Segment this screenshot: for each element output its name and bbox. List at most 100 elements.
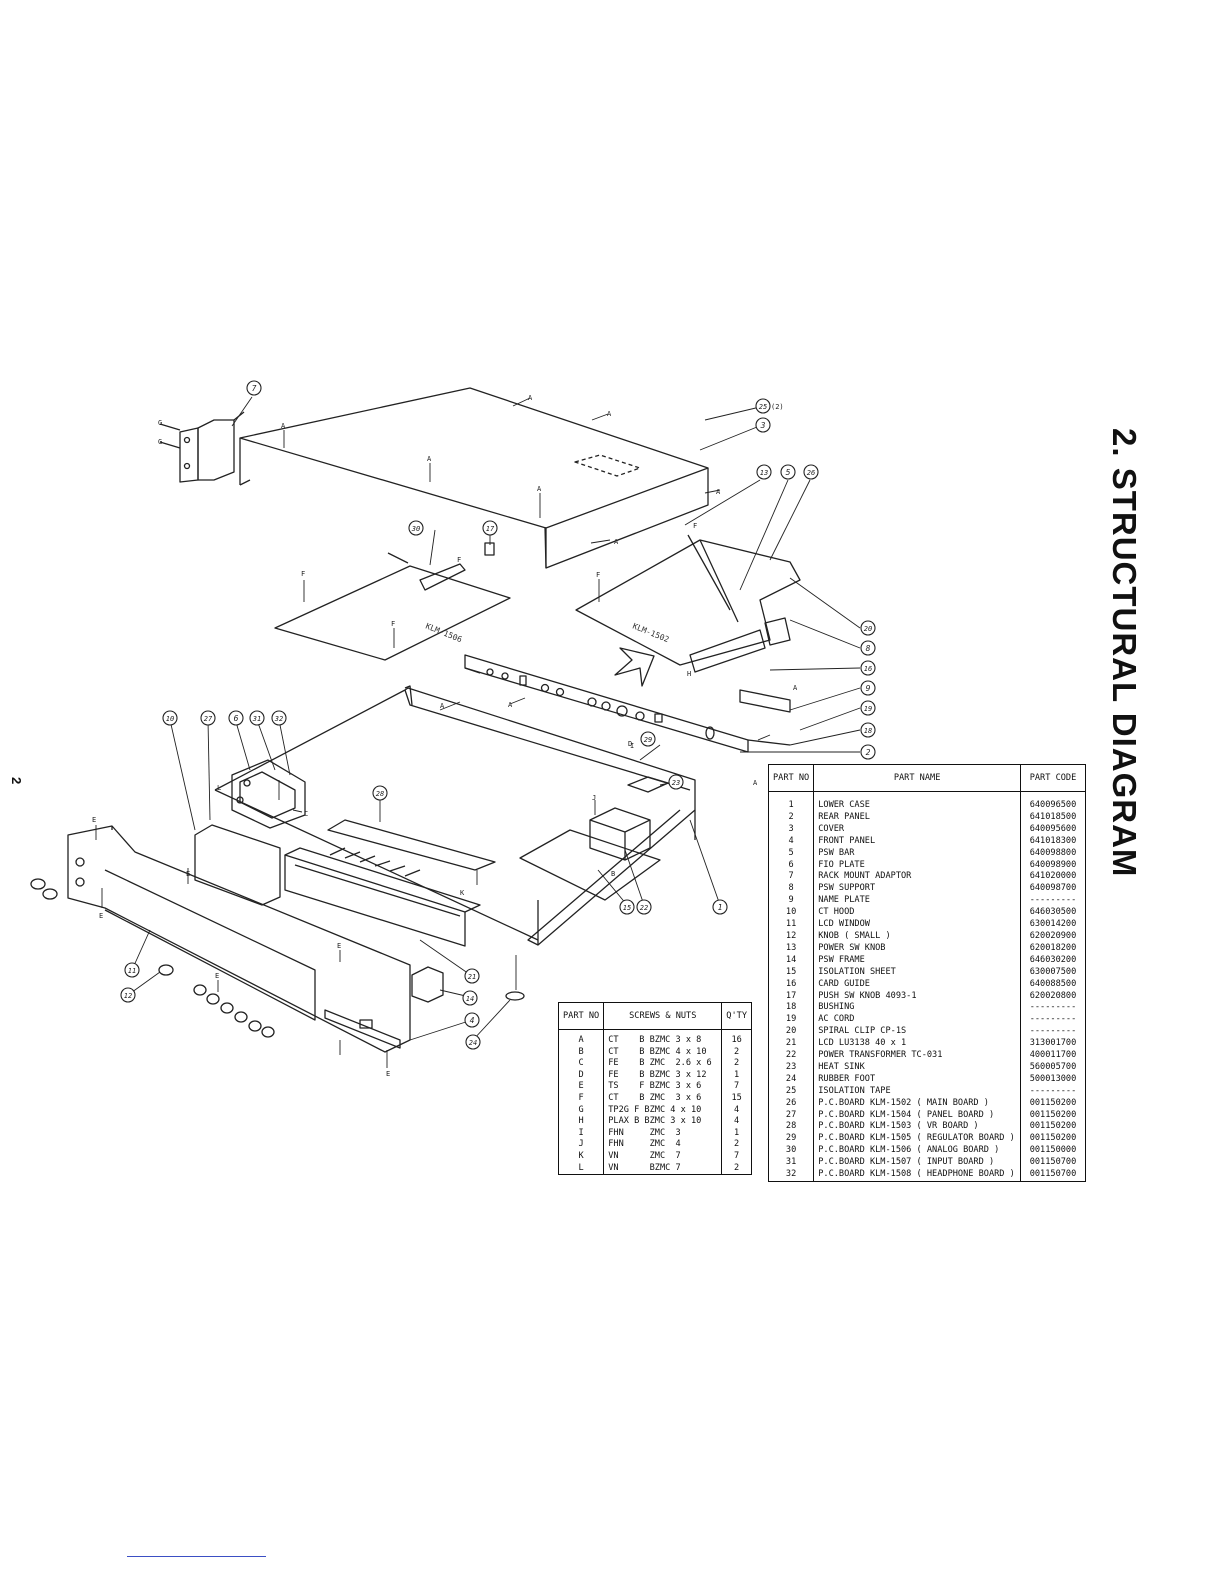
parts-cell-name: ISOLATION TAPE [813, 1085, 1021, 1098]
callout-26: 26 [803, 464, 819, 480]
callout-4: 4 [464, 1012, 480, 1028]
screw-letter: E [186, 870, 190, 878]
parts-cell-code: 640098700 [1020, 883, 1086, 896]
screw-letter: G [158, 419, 162, 427]
callout-number: 14 [466, 995, 474, 1003]
parts-cell-name: CT HOOD [813, 907, 1021, 920]
callout-number: 22 [640, 904, 648, 912]
callout-number: 12 [124, 992, 132, 1000]
vr-board [327, 819, 496, 871]
parts-cell-no: 9 [767, 895, 815, 908]
parts-cell-no: 24 [767, 1073, 815, 1086]
callout-20: 20 [860, 620, 876, 636]
screw-letter: A [793, 684, 798, 692]
parts-cell-name: P.C.BOARD KLM-1506 ( ANALOG BOARD ) [813, 1145, 1021, 1158]
parts-cell-code: --------- [1020, 1002, 1086, 1015]
callout-14: 14 [462, 990, 478, 1006]
parts-cell-no: 25 [767, 1085, 815, 1098]
parts-cell-name: P.C.BOARD KLM-1504 ( PANEL BOARD ) [813, 1109, 1021, 1122]
parts-cell-name: ISOLATION SHEET [813, 966, 1021, 979]
callout-3: 3 [755, 417, 771, 433]
callout-25: 25 [755, 398, 771, 414]
parts-cell-code: 001150200 [1020, 1109, 1086, 1122]
callout-number: 8 [866, 644, 871, 653]
parts-cell-name: AC CORD [813, 1014, 1021, 1027]
screws-cell-no: A [557, 1029, 605, 1047]
parts-cell-code: 640098900 [1020, 859, 1086, 872]
parts-cell-code: 001150700 [1020, 1169, 1086, 1183]
parts-cell-code: 641018500 [1020, 811, 1086, 824]
screws-cell-qty: 1 [721, 1127, 752, 1140]
rubber-foot [505, 991, 525, 1001]
callout-number: 19 [864, 705, 872, 713]
callout-10: 10 [162, 710, 178, 726]
parts-cell-name: PSW SUPPORT [813, 883, 1021, 896]
screws-cell-qty: 16 [721, 1029, 752, 1047]
parts-cell-no: 27 [767, 1109, 815, 1122]
callout-24: 24 [465, 1034, 481, 1050]
parts-cell-no: 12 [767, 930, 815, 943]
callout-number: 16 [864, 665, 872, 673]
parts-cell-no: 13 [767, 942, 815, 955]
front-panel [67, 825, 411, 1053]
screws-cell-no: G [557, 1104, 605, 1117]
parts-cell-name: RUBBER FOOT [813, 1073, 1021, 1086]
screw-letter: I [630, 742, 634, 750]
callout-17: 17 [482, 520, 498, 536]
screws-cell-desc: FE B BZMC 3 x 12 [603, 1069, 723, 1082]
parts-cell-name: RACK MOUNT ADAPTOR [813, 871, 1021, 884]
callout-5: 5 [780, 464, 796, 480]
parts-cell-no: 20 [767, 1026, 815, 1039]
parts-cell-code: 001150000 [1020, 1145, 1086, 1158]
screws-cell-qty: 4 [721, 1116, 752, 1128]
callout-2: 2 [860, 744, 876, 760]
parts-cell-code: 500013000 [1020, 1073, 1086, 1086]
parts-cell-code: 620018200 [1020, 942, 1086, 955]
parts-cell-no: 19 [767, 1014, 815, 1027]
parts-cell-name: P.C.BOARD KLM-1508 ( HEADPHONE BOARD ) [813, 1169, 1021, 1183]
callout-27: 27 [200, 710, 216, 726]
parts-cell-name: P.C.BOARD KLM-1507 ( INPUT BOARD ) [813, 1157, 1021, 1170]
cover [239, 387, 709, 569]
callout-number: 9 [866, 684, 871, 693]
screws-cell-desc: FHN ZMC 4 [603, 1139, 723, 1151]
screw-letter: E [386, 1070, 390, 1078]
parts-cell-name: P.C.BOARD KLM-1502 ( MAIN BOARD ) [813, 1097, 1021, 1110]
screw-letter: A [508, 701, 513, 709]
parts-cell-name: HEAT SINK [813, 1061, 1021, 1074]
parts-cell-no: 4 [767, 835, 815, 848]
screw-letter: D [628, 740, 632, 748]
parts-cell-code: 001150200 [1020, 1133, 1086, 1146]
screw-letter: E [99, 912, 103, 920]
callout-22: 22 [636, 899, 652, 915]
parts-cell-no: 11 [767, 919, 815, 931]
parts-header-no: PART NO [767, 764, 815, 792]
parts-cell-no: 17 [767, 990, 815, 1003]
parts-cell-no: 32 [767, 1169, 815, 1183]
ct-hood [194, 824, 281, 906]
screws-cell-desc: PLAX B BZMC 3 x 10 [603, 1116, 723, 1128]
callout-31: 31 [249, 710, 265, 726]
screws-cell-no: H [557, 1116, 605, 1128]
callout-30: 30 [408, 520, 424, 536]
knobs [30, 878, 275, 1038]
screws-cell-qty: 4 [721, 1104, 752, 1117]
bottom-rule [127, 1556, 266, 1557]
screw-letter: K [460, 889, 465, 897]
screw-letter: A [537, 485, 542, 493]
